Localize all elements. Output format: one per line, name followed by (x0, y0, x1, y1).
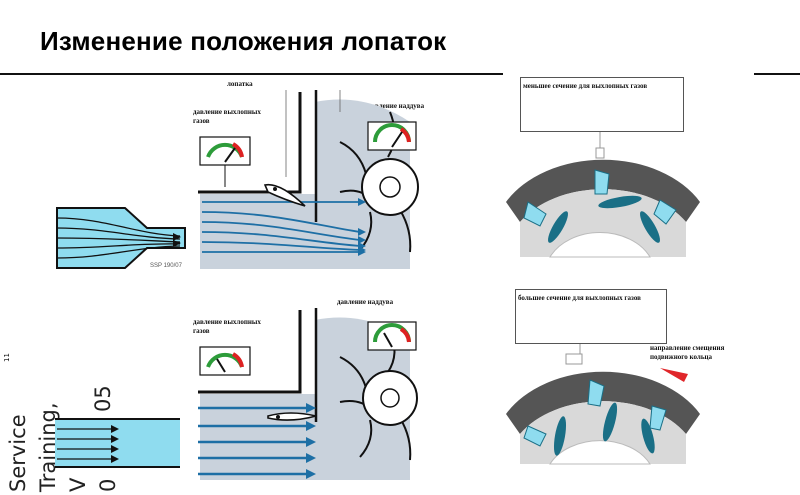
bottom-boost-pressure-label: давление наддува (337, 298, 394, 306)
large-section-callout-text: большее сечение для выхлопных газов (518, 294, 641, 302)
bottom-exhaust-pressure-label-2: газов (193, 327, 210, 335)
nozzle-diagram-narrow (56, 207, 186, 269)
bottom-exhaust-pressure-label-1: давление выхлопных (193, 318, 261, 326)
vane-label: лопатка (227, 80, 253, 88)
title-divider-left (0, 73, 503, 75)
turbine-section-large-opening (198, 308, 418, 480)
exhaust-pressure-gauge-bottom (199, 346, 251, 376)
top-boost-pressure-label: давление наддува (368, 102, 425, 110)
top-exhaust-pressure-label-2: газов (193, 117, 210, 125)
small-section-callout: меньшее сечение для выхлопных газов (520, 77, 684, 132)
title-divider-right (754, 73, 800, 75)
large-section-callout: большее сечение для выхлопных газов (515, 289, 667, 344)
top-exhaust-pressure-label-1: давление выхлопных (193, 108, 261, 116)
ring-direction-label-1: направление смещения (650, 344, 725, 352)
page-title: Изменение положения лопаток (40, 26, 447, 56)
small-section-callout-text: меньшее сечение для выхлопных газов (523, 82, 648, 90)
vane-ring-closed (506, 132, 700, 258)
boost-pressure-gauge-bottom (367, 321, 417, 351)
ring-direction-label-2: подвижного кольца (650, 353, 713, 361)
side-label-line-3: V (66, 477, 90, 492)
pipe-diagram-wide (55, 418, 180, 468)
exhaust-pressure-gauge (199, 136, 251, 187)
page-number: 11 (3, 353, 11, 362)
vane-ring-open (506, 344, 700, 465)
turbine-section-small-opening (198, 90, 419, 269)
side-label-line-1: Service (6, 414, 30, 492)
side-label-line-4: 0 (96, 478, 120, 492)
small-figure-code: SSP 190/07 (150, 263, 182, 269)
side-label-line-3b: 05 (91, 385, 115, 412)
boost-pressure-gauge (367, 121, 417, 151)
